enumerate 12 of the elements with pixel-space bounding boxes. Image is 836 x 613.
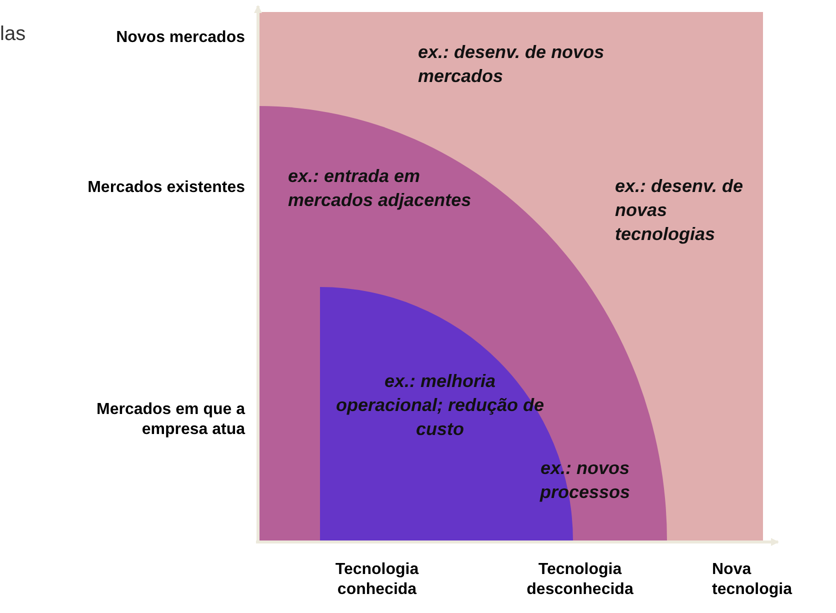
- example-text: ex.: desenv. de novos mercados: [418, 41, 606, 88]
- axis-label: Nova tecnologia: [712, 560, 794, 600]
- cut-off-text: las: [0, 22, 27, 46]
- axis-label: Tecnologia desconhecida: [526, 560, 634, 600]
- axis-label: Mercados em que a empresa atua: [96, 400, 245, 440]
- example-text: ex.: entrada em mercados adjacentes: [288, 165, 472, 212]
- axis-label: Novos mercados: [115, 28, 245, 48]
- axis-label: Tecnologia conhecida: [334, 560, 420, 600]
- example-text: ex.: melhoria operacional; redução de custo: [335, 370, 545, 441]
- axis-label: Mercados existentes: [86, 178, 245, 198]
- example-text: ex.: novos processos: [538, 457, 632, 504]
- example-text: ex.: desenv. de novas tecnologias: [615, 175, 744, 246]
